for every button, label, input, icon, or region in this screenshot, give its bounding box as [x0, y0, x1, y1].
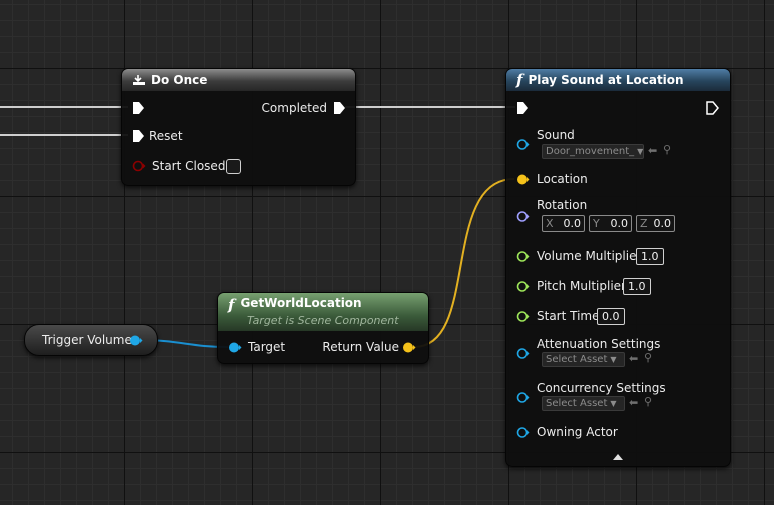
owning-actor-label: Owning Actor: [537, 425, 618, 439]
get-world-location-return-label: Return Value: [322, 340, 399, 354]
play-sound-header[interactable]: f Play Sound at Location: [506, 69, 730, 91]
concurrency-asset-value: Select Asset: [546, 398, 608, 409]
browse-search-icon[interactable]: ⚲: [663, 143, 672, 156]
get-world-location-subtitle: Target is Scene Component: [247, 314, 399, 327]
volume-multiplier-label: Volume Multiplier: [537, 249, 642, 263]
trigger-volume-node[interactable]: Trigger Volume: [24, 324, 158, 356]
attenuation-asset-dropdown[interactable]: Select Asset▼: [542, 352, 625, 367]
start-time-pin[interactable]: [516, 310, 530, 323]
do-once-start-closed-label: Start Closed: [152, 159, 226, 173]
attenuation-settings-label: Attenuation Settings: [537, 337, 661, 351]
function-icon: f: [228, 296, 235, 314]
get-world-location-return-pin[interactable]: [402, 341, 416, 354]
sound-asset-value: Door_movement_: [546, 146, 635, 157]
trigger-volume-label: Trigger Volume: [42, 333, 132, 347]
attenuation-asset-value: Select Asset: [546, 354, 608, 365]
trigger-volume-output-pin[interactable]: [129, 334, 143, 347]
concurrency-settings-label: Concurrency Settings: [537, 381, 666, 395]
vector-wire: [413, 178, 515, 348]
play-sound-at-location-node[interactable]: f Play Sound at Location Sound Door_move…: [505, 68, 731, 467]
get-world-location-header[interactable]: f GetWorldLocation Target is Scene Compo…: [218, 293, 428, 331]
get-world-location-target-label: Target: [248, 340, 286, 354]
use-selected-arrow-icon[interactable]: ⬅: [629, 396, 639, 409]
do-once-start-closed-pin[interactable]: [132, 159, 146, 173]
do-once-node[interactable]: Do Once Completed Reset Start Closed: [121, 68, 356, 186]
start-time-label: Start Time: [537, 309, 600, 323]
sound-label: Sound: [537, 128, 575, 142]
chevron-up-icon[interactable]: [612, 453, 624, 461]
play-sound-exec-out-pin[interactable]: [706, 101, 719, 115]
browse-search-icon[interactable]: ⚲: [644, 395, 653, 408]
rotation-label: Rotation: [537, 198, 588, 212]
do-once-icon: [133, 75, 145, 85]
pitch-multiplier-input[interactable]: 1.0: [623, 278, 651, 295]
sound-pin[interactable]: [516, 138, 530, 151]
do-once-reset-label: Reset: [149, 129, 183, 143]
start-closed-checkbox[interactable]: [226, 159, 241, 174]
pitch-multiplier-pin[interactable]: [516, 280, 530, 293]
get-world-location-title: GetWorldLocation: [240, 296, 362, 310]
do-once-header[interactable]: Do Once: [122, 69, 355, 91]
location-label: Location: [537, 172, 588, 186]
browse-search-icon[interactable]: ⚲: [644, 351, 653, 364]
function-icon: f: [516, 71, 523, 89]
do-once-completed-label: Completed: [261, 101, 327, 115]
volume-multiplier-pin[interactable]: [516, 250, 530, 263]
concurrency-asset-dropdown[interactable]: Select Asset▼: [542, 396, 625, 411]
pitch-multiplier-label: Pitch Multiplier: [537, 279, 626, 293]
chevron-down-icon: ▼: [637, 147, 644, 156]
start-time-input[interactable]: 0.0: [597, 308, 625, 325]
owning-actor-pin[interactable]: [516, 426, 530, 439]
attenuation-settings-pin[interactable]: [516, 347, 530, 360]
get-world-location-target-pin[interactable]: [228, 341, 242, 354]
do-once-reset-pin[interactable]: [132, 129, 145, 143]
use-selected-arrow-icon[interactable]: ⬅: [648, 144, 658, 157]
do-once-completed-pin[interactable]: [333, 101, 346, 115]
get-world-location-node[interactable]: f GetWorldLocation Target is Scene Compo…: [217, 292, 429, 364]
concurrency-settings-pin[interactable]: [516, 391, 530, 404]
do-once-title: Do Once: [151, 73, 208, 87]
play-sound-exec-in-pin[interactable]: [516, 101, 529, 115]
volume-multiplier-input[interactable]: 1.0: [636, 248, 664, 265]
play-sound-title: Play Sound at Location: [528, 73, 684, 87]
do-once-exec-in-pin[interactable]: [132, 101, 145, 115]
rotation-pin[interactable]: [516, 210, 530, 223]
chevron-down-icon: ▼: [610, 355, 617, 364]
location-pin[interactable]: [516, 173, 530, 186]
chevron-down-icon: ▼: [610, 399, 617, 408]
use-selected-arrow-icon[interactable]: ⬅: [629, 352, 639, 365]
sound-asset-dropdown[interactable]: Door_movement_▼: [542, 144, 644, 159]
